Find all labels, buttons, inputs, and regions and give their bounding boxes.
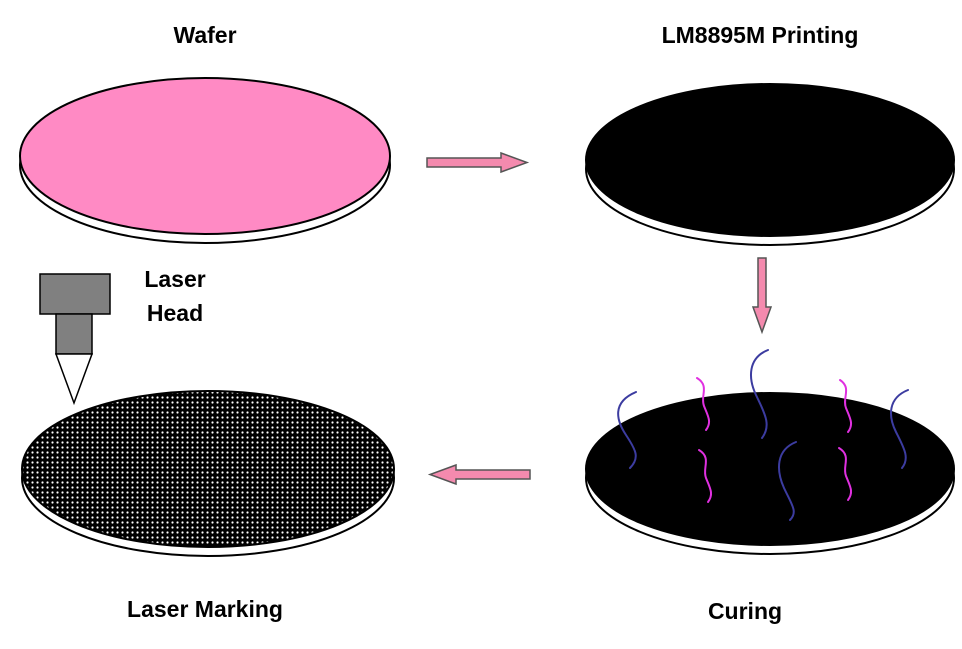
fume-line-icon [839,379,853,433]
arrow-right-icon [426,151,530,174]
laser-head-label-line1: Laser [144,266,206,292]
step-label-wafer: Wafer [173,22,237,48]
fume-line-icon [696,377,711,431]
fume-line-icon [698,449,713,503]
step-label-printing: LM8895M Printing [661,22,859,48]
fume-line-icon [617,391,637,469]
step-label-curing: Curing [707,598,783,624]
step-label-marking: Laser Marking [127,596,283,622]
arrow-left-icon [427,463,531,486]
wafer-disc-marked [21,390,395,557]
wafer-disc-pink [19,77,391,244]
laser-head-icon [39,273,111,406]
wafer-disc-curing [585,392,955,555]
fume-line-icon [750,349,769,439]
fume-line-icon [838,447,853,501]
wafer-disc-printed [585,83,955,246]
fume-line-icon [890,389,909,469]
laser-head-label-line2: Head [146,300,204,326]
arrow-down-icon [751,257,773,335]
curing-fumes [617,349,909,521]
fume-line-icon [778,441,797,521]
